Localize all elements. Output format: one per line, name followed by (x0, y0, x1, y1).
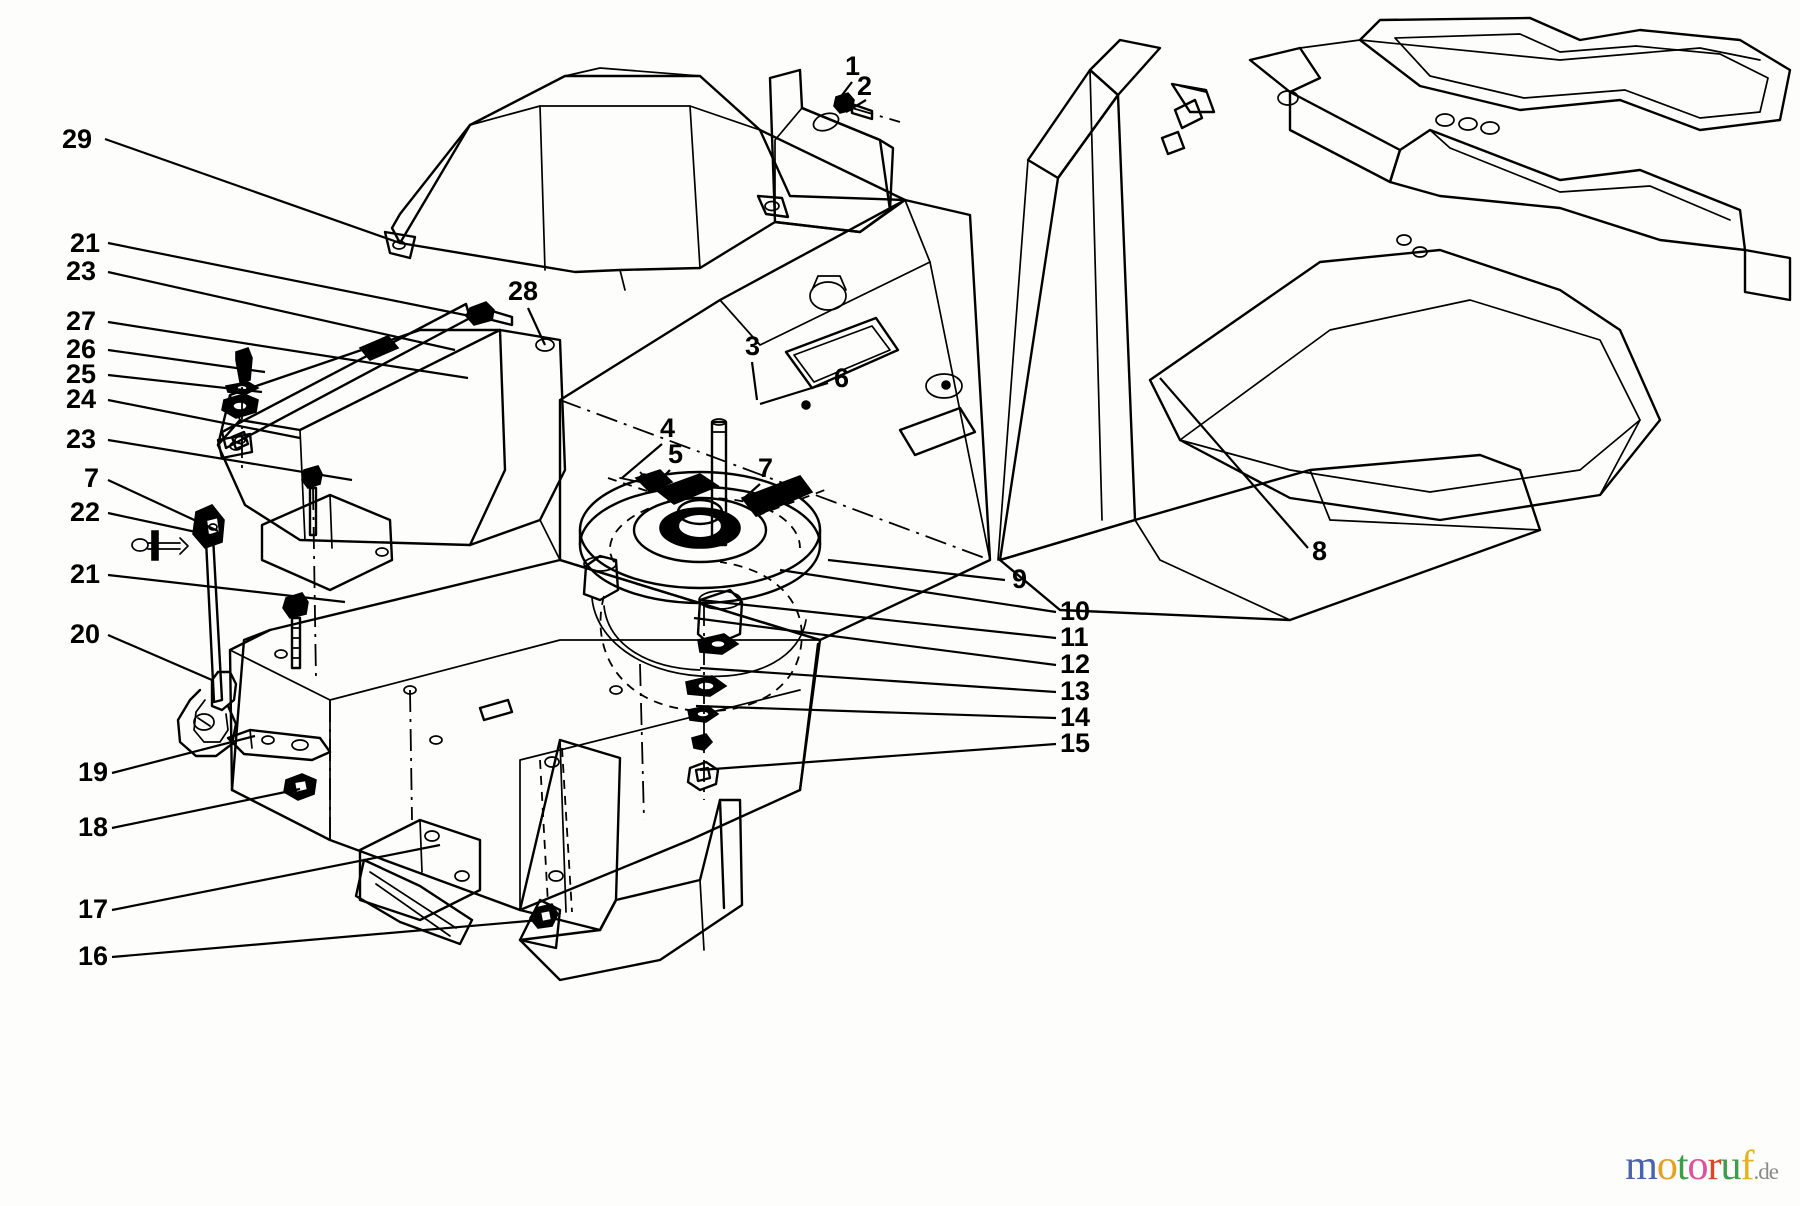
callout-number-14: 14 (1060, 702, 1090, 732)
leader-line-29 (104, 137, 401, 245)
part-left-side-shield-28 (216, 328, 567, 592)
watermark-letter-1: m (1625, 1143, 1658, 1189)
leader-line-21a (107, 241, 471, 318)
callout-number-3: 3 (745, 331, 760, 361)
leader-line-22 (107, 511, 211, 537)
callout-number-23a: 23 (66, 256, 96, 286)
callout-number-23b: 23 (66, 424, 96, 454)
leader-line-13 (699, 666, 1057, 694)
part-engine-shroud-29 (383, 67, 907, 291)
leader-line-2 (845, 99, 867, 113)
callout-number-28: 28 (508, 276, 538, 306)
leader-line-5 (647, 469, 671, 493)
callout-number-7b: 7 (758, 453, 773, 483)
callout-number-25: 25 (66, 359, 96, 389)
leader-line-7a (107, 479, 219, 532)
callout-number-18: 18 (78, 812, 108, 842)
part-pulley-clutch-assembly (578, 418, 831, 800)
callout-number-9: 9 (1012, 564, 1027, 594)
watermark-letter-7: f (1740, 1143, 1755, 1189)
part-support-rod-and-hardware (216, 301, 514, 681)
part-fuel-tank (228, 558, 822, 912)
callout-number-21a: 21 (70, 228, 100, 258)
callout-number-4: 4 (660, 413, 675, 443)
watermark-tld: .de (1753, 1159, 1779, 1184)
part-cotter-pin-7 (131, 530, 189, 561)
leader-line-8 (1159, 377, 1309, 549)
callout-number-11: 11 (1060, 622, 1089, 652)
watermark-letter-5: r (1707, 1143, 1722, 1189)
callout-number-10: 10 (1060, 596, 1090, 626)
part-rear-frame-body (997, 16, 1792, 622)
leader-line-20 (107, 633, 213, 682)
leader-line-15 (699, 742, 1057, 772)
leader-line-27 (107, 320, 469, 380)
callout-number-6: 6 (834, 363, 849, 393)
callout-number-17: 17 (78, 894, 108, 924)
callout-number-16: 16 (78, 941, 108, 971)
callout-number-7a: 7 (84, 463, 99, 493)
watermark-letter-6: u (1720, 1143, 1742, 1189)
callout-number-22: 22 (70, 497, 100, 527)
leader-line-24 (107, 398, 301, 440)
callout-number-2: 2 (857, 71, 872, 101)
leader-line-21b (107, 573, 346, 604)
watermark-letter-2: o (1656, 1143, 1678, 1189)
callout-number-27: 27 (66, 306, 96, 336)
leader-line-1 (835, 81, 853, 104)
leader-line-9 (827, 558, 1006, 582)
leader-line-12 (693, 616, 1057, 667)
watermark-letter-4: o (1687, 1143, 1709, 1189)
callout-number-29: 29 (62, 124, 92, 154)
leader-line-25 (107, 373, 263, 394)
callout-number-24: 24 (66, 384, 96, 414)
callout-number-15: 15 (1060, 728, 1090, 758)
leader-line-10 (779, 568, 1057, 614)
part-bracket-and-bolt-1-2 (768, 68, 901, 234)
motoruf-watermark: motoruf.de (1625, 1142, 1779, 1190)
leader-line-18 (111, 787, 301, 830)
leader-line-26 (107, 348, 266, 374)
watermark-letter-3: t (1676, 1143, 1689, 1189)
part-lower-frame (354, 738, 744, 982)
leader-line-17 (111, 843, 441, 912)
leader-line-23a (107, 270, 456, 352)
callout-number-1: 1 (845, 51, 860, 81)
callout-number-20: 20 (70, 619, 100, 649)
leader-line-28 (527, 307, 546, 346)
leader-line-19 (111, 734, 256, 775)
callout-number-21b: 21 (70, 559, 100, 589)
leader-line-14 (695, 704, 1057, 720)
leader-line-23b (107, 438, 353, 482)
callout-number-26: 26 (66, 334, 96, 364)
callout-number-12: 12 (1060, 649, 1090, 679)
leader-line-7b (741, 483, 761, 501)
callout-leader-lines (104, 81, 1309, 959)
leader-line-11 (699, 598, 1057, 640)
callout-number-8: 8 (1312, 536, 1327, 566)
leader-line-4 (621, 443, 663, 479)
callout-number-13: 13 (1060, 676, 1090, 706)
callout-number-19: 19 (78, 757, 108, 787)
leader-line-3 (750, 361, 759, 401)
leader-line-6 (759, 381, 829, 406)
leader-line-16 (111, 918, 541, 959)
callout-number-5: 5 (668, 439, 683, 469)
